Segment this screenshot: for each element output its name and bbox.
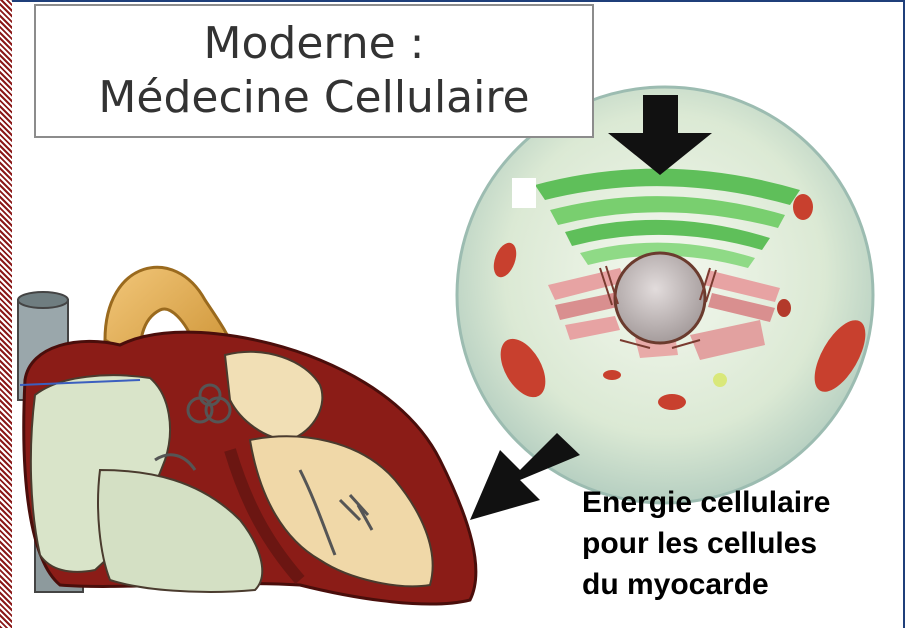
caption: Energie cellulaire pour les cellules du … [582,482,900,605]
cell-notch [512,178,536,208]
caption-line-1: Energie cellulaire [582,482,900,523]
title-box: Moderne : Médecine Cellulaire [34,4,594,138]
nucleus [615,253,705,343]
vesicle [713,373,727,387]
title-line-2: Médecine Cellulaire [98,71,529,125]
caption-line-2: pour les cellules [582,523,900,564]
caption-line-3: du myocarde [582,564,900,605]
title-line-1: Moderne : [204,17,425,71]
heart-illustration [18,267,476,604]
